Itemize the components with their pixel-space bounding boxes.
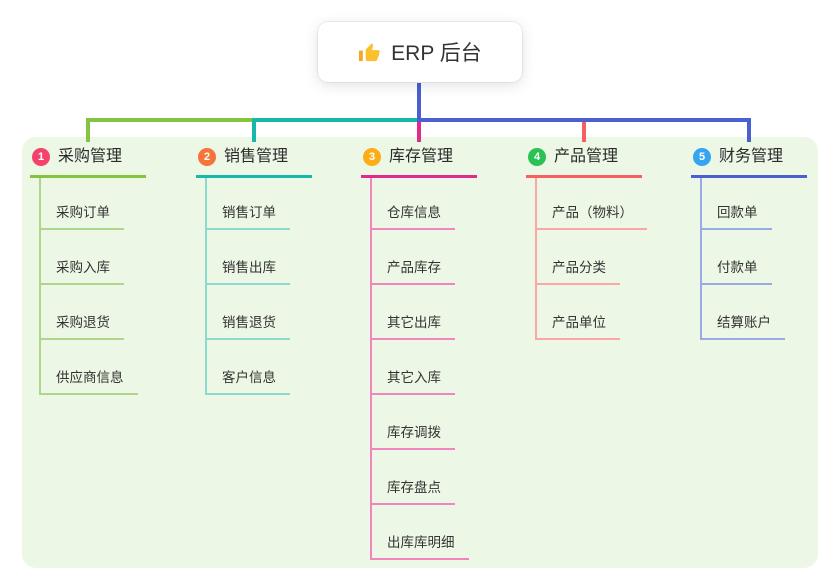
child-item[interactable]: 销售订单 — [207, 202, 290, 230]
branch-title-label: 财务管理 — [719, 148, 784, 165]
child-item[interactable]: 客户信息 — [207, 367, 290, 395]
branch-title-label: 库存管理 — [389, 148, 454, 165]
branch-title-3[interactable]: 3 库存管理 — [361, 147, 477, 178]
child-item[interactable]: 付款单 — [702, 257, 772, 285]
branch-connector-drop-1 — [86, 118, 90, 142]
root-node[interactable]: ERP 后台 — [318, 22, 522, 82]
branch-connector-drop-5 — [747, 118, 751, 142]
branch-connector-drop-2 — [252, 118, 256, 142]
root-node-label: ERP 后台 — [391, 42, 482, 65]
branch-title-4[interactable]: 4 产品管理 — [526, 147, 642, 178]
branch-children-4: 产品（物料） 产品分类产品单位 — [535, 178, 647, 340]
child-item[interactable]: 产品库存 — [372, 257, 455, 285]
branch-children-2: 销售订单销售出库销售退货客户信息 — [205, 178, 290, 395]
branch-connector-drop-4 — [582, 118, 586, 142]
connector-bus-segment-2 — [252, 118, 421, 122]
branch-title-label: 产品管理 — [554, 148, 619, 165]
branch-title-1[interactable]: 1 采购管理 — [30, 147, 146, 178]
child-item[interactable]: 库存盘点 — [372, 477, 455, 505]
branch-connector-drop-3 — [417, 118, 421, 142]
child-item[interactable]: 采购入库 — [41, 257, 124, 285]
branch-children-1: 采购订单采购入库采购退货供应商信息 — [39, 178, 138, 395]
thumbs-up-icon — [358, 41, 381, 64]
child-item[interactable]: 采购订单 — [41, 202, 124, 230]
child-item[interactable]: 其它出库 — [372, 312, 455, 340]
branch-title-2[interactable]: 2 销售管理 — [196, 147, 312, 178]
child-item[interactable]: 销售出库 — [207, 257, 290, 285]
branch-number-badge: 2 — [198, 148, 216, 166]
branch-title-label: 采购管理 — [58, 148, 123, 165]
branch-number-badge: 3 — [363, 148, 381, 166]
child-item[interactable]: 产品分类 — [537, 257, 620, 285]
branch-number-badge: 4 — [528, 148, 546, 166]
connector-bus-segment-3 — [417, 118, 751, 122]
child-item[interactable]: 出库库明细 — [372, 532, 469, 560]
child-item[interactable]: 采购退货 — [41, 312, 124, 340]
child-item[interactable]: 产品单位 — [537, 312, 620, 340]
child-item[interactable]: 库存调拨 — [372, 422, 455, 450]
child-item[interactable]: 回款单 — [702, 202, 772, 230]
root-connector-stem — [417, 82, 421, 122]
child-item[interactable]: 供应商信息 — [41, 367, 138, 395]
branches-panel — [22, 137, 818, 568]
branch-number-badge: 5 — [693, 148, 711, 166]
child-item[interactable]: 产品（物料） — [537, 202, 647, 230]
branch-title-label: 销售管理 — [224, 148, 289, 165]
child-item[interactable]: 其它入库 — [372, 367, 455, 395]
branch-title-5[interactable]: 5 财务管理 — [691, 147, 807, 178]
branch-children-3: 仓库信息产品库存其它出库其它入库库存调拨库存盘点出库库明细 — [370, 178, 469, 560]
child-item[interactable]: 仓库信息 — [372, 202, 455, 230]
child-item[interactable]: 销售退货 — [207, 312, 290, 340]
child-item[interactable]: 结算账户 — [702, 312, 785, 340]
connector-bus-segment-1 — [86, 118, 254, 122]
branch-number-badge: 1 — [32, 148, 50, 166]
branch-children-5: 回款单付款单结算账户 — [700, 178, 785, 340]
